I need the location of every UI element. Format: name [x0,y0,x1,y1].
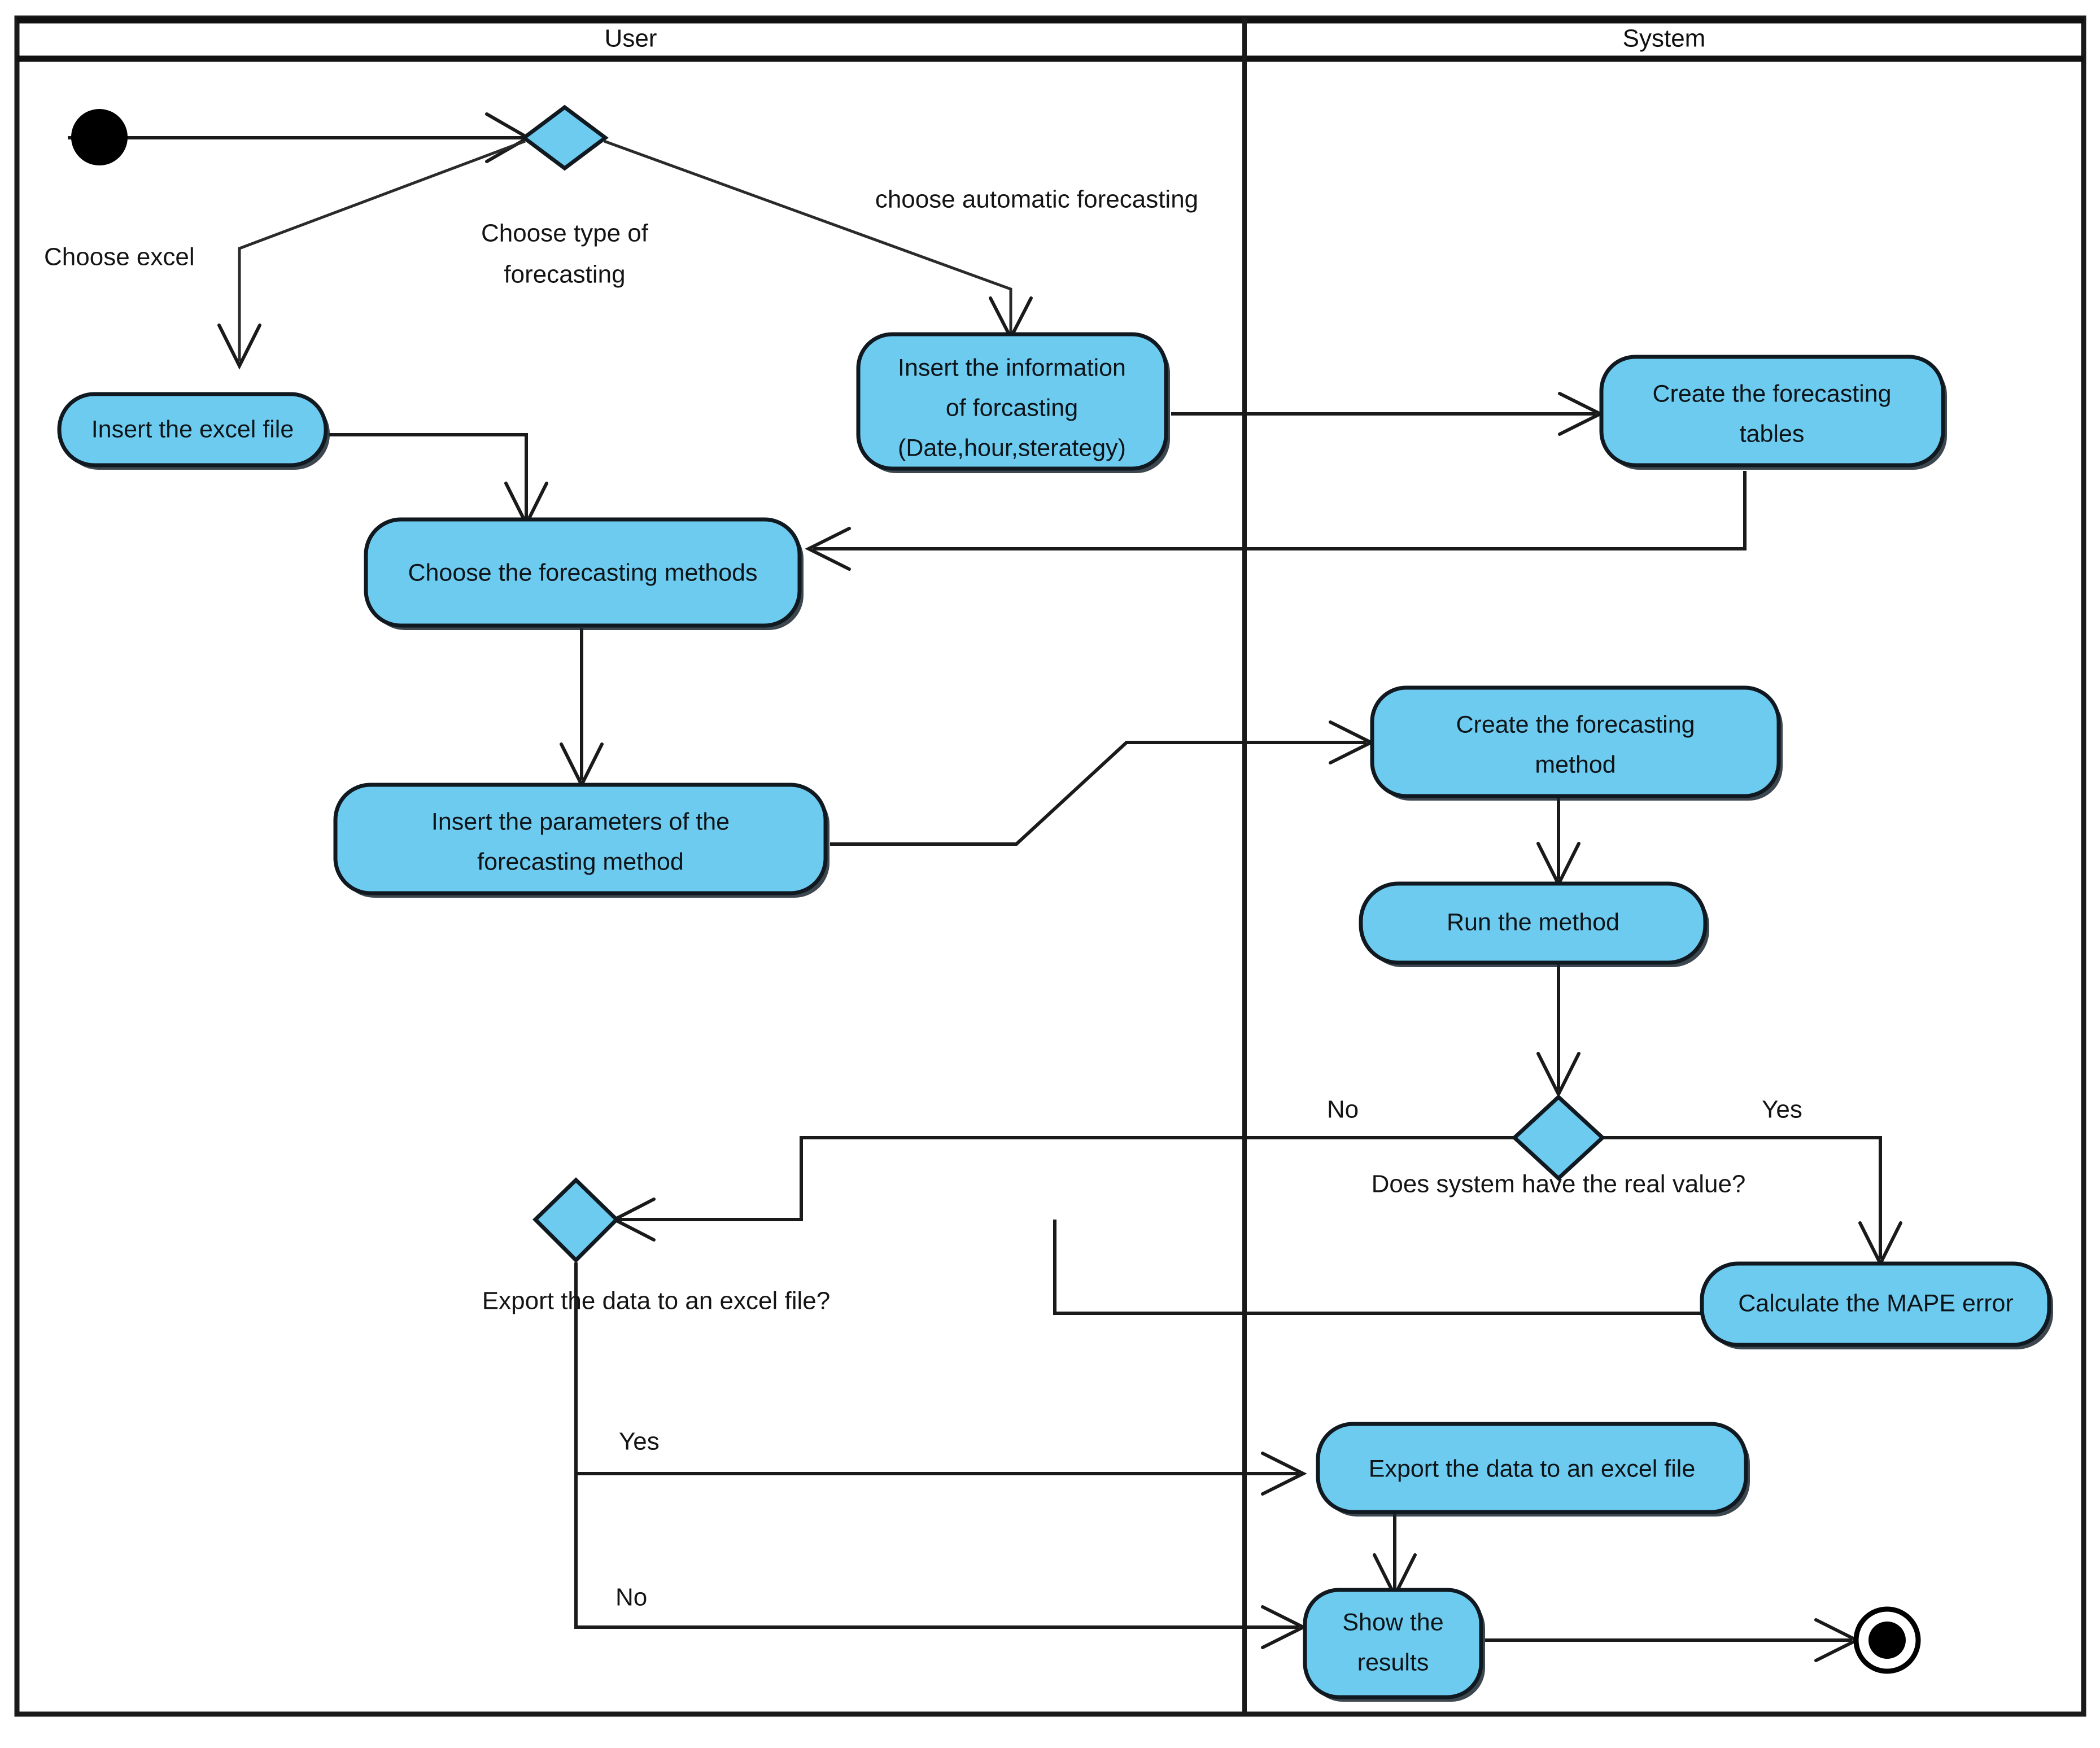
activity-label-line1: Create the forecasting [1456,711,1695,738]
decision-choose-type[interactable] [521,104,609,171]
activity-label: Choose the forecasting methods [408,559,757,586]
lane-header-user: User [605,25,657,53]
swimlane-frame [14,15,2086,1717]
lane-title-user: User [605,25,657,53]
edge-label-choose-excel: Choose excel [44,243,195,271]
edge-label-export-yes: Yes [619,1428,660,1456]
edge-label-choose-type-line2: forecasting [504,261,625,289]
decision-has-real-value[interactable] [1511,1094,1606,1181]
activity-create-forecasting-tables[interactable]: Create the forecasting tables [1599,355,1947,470]
activity-label-line1: Create the forecasting [1652,380,1891,407]
edge-insert-excel-to-choose-methods [329,433,528,519]
arrowhead-export-excel [1261,1452,1307,1496]
edge-insert-params-to-create-method [830,741,1366,846]
activity-insert-excel-file[interactable]: Insert the excel file [57,392,330,470]
edge-choose-excel [238,139,526,361]
activity-export-data-to-excel[interactable]: Export the data to an excel file [1316,1422,1750,1517]
edge-create-tables-to-choose-methods [813,471,1747,550]
edge-choose-automatic [604,139,1012,333]
activity-calculate-mape-error[interactable]: Calculate the MAPE error [1700,1261,2053,1349]
activity-label-line1: Insert the parameters of the [431,808,730,835]
edge-decision-real-yes [1601,1136,1882,1259]
edge-decision-export-no [574,1474,1299,1629]
edge-labels-layer: Choose excel Choose type of forecasting … [44,186,1802,1611]
activity-label-line2: method [1535,751,1616,778]
activity-label-line3: (Date,hour,sterategy) [898,434,1126,461]
arrowhead-decision-real [1536,1052,1581,1098]
activity-insert-forecasting-information[interactable]: Insert the information of forcasting (Da… [856,332,1170,473]
edge-calc-mape-to-decision-export [1053,1220,1711,1315]
activity-label: Export the data to an excel file [1369,1455,1695,1482]
edge-label-real-yes: Yes [1762,1096,1802,1124]
arrowhead-choose-methods-right [805,527,851,571]
lane-title-system: System [1623,25,1706,53]
activity-label: Insert the excel file [91,416,294,443]
edge-label-real-no: No [1327,1096,1359,1124]
activity-create-forecasting-method[interactable]: Create the forecasting method [1370,685,1783,801]
activity-choose-forecasting-methods[interactable]: Choose the forecasting methods [364,517,804,630]
edge-decision-real-no [618,1136,1516,1221]
activity-label-line2: forecasting method [477,848,684,875]
edge-label-choose-type-line1: Choose type of [481,220,649,247]
edge-label-choose-automatic: choose automatic forecasting [875,186,1198,213]
activity-label-line1: Insert the information [898,354,1126,381]
initial-node[interactable] [71,109,128,165]
arrowhead-insert-excel [217,324,261,370]
activity-label-line2: tables [1740,420,1805,447]
lane-header-system: System [1623,25,1706,53]
activity-insert-method-parameters[interactable]: Insert the parameters of the forecasting… [333,783,829,898]
activity-label-line2: of forcasting [946,394,1078,421]
activity-show-results[interactable]: Show the results [1303,1588,1485,1702]
activity-label-line2: results [1357,1649,1429,1676]
activity-run-method[interactable]: Run the method [1359,881,1709,967]
activity-label: Run the method [1447,908,1619,936]
final-node[interactable] [1853,1606,1921,1674]
activity-label: Calculate the MAPE error [1738,1290,2014,1317]
edge-label-export-no: No [615,1584,647,1611]
decision-export-to-excel[interactable] [532,1177,619,1263]
activity-label-line1: Show the [1342,1609,1443,1636]
edge-label-export-question: Export the data to an excel file? [482,1287,830,1315]
